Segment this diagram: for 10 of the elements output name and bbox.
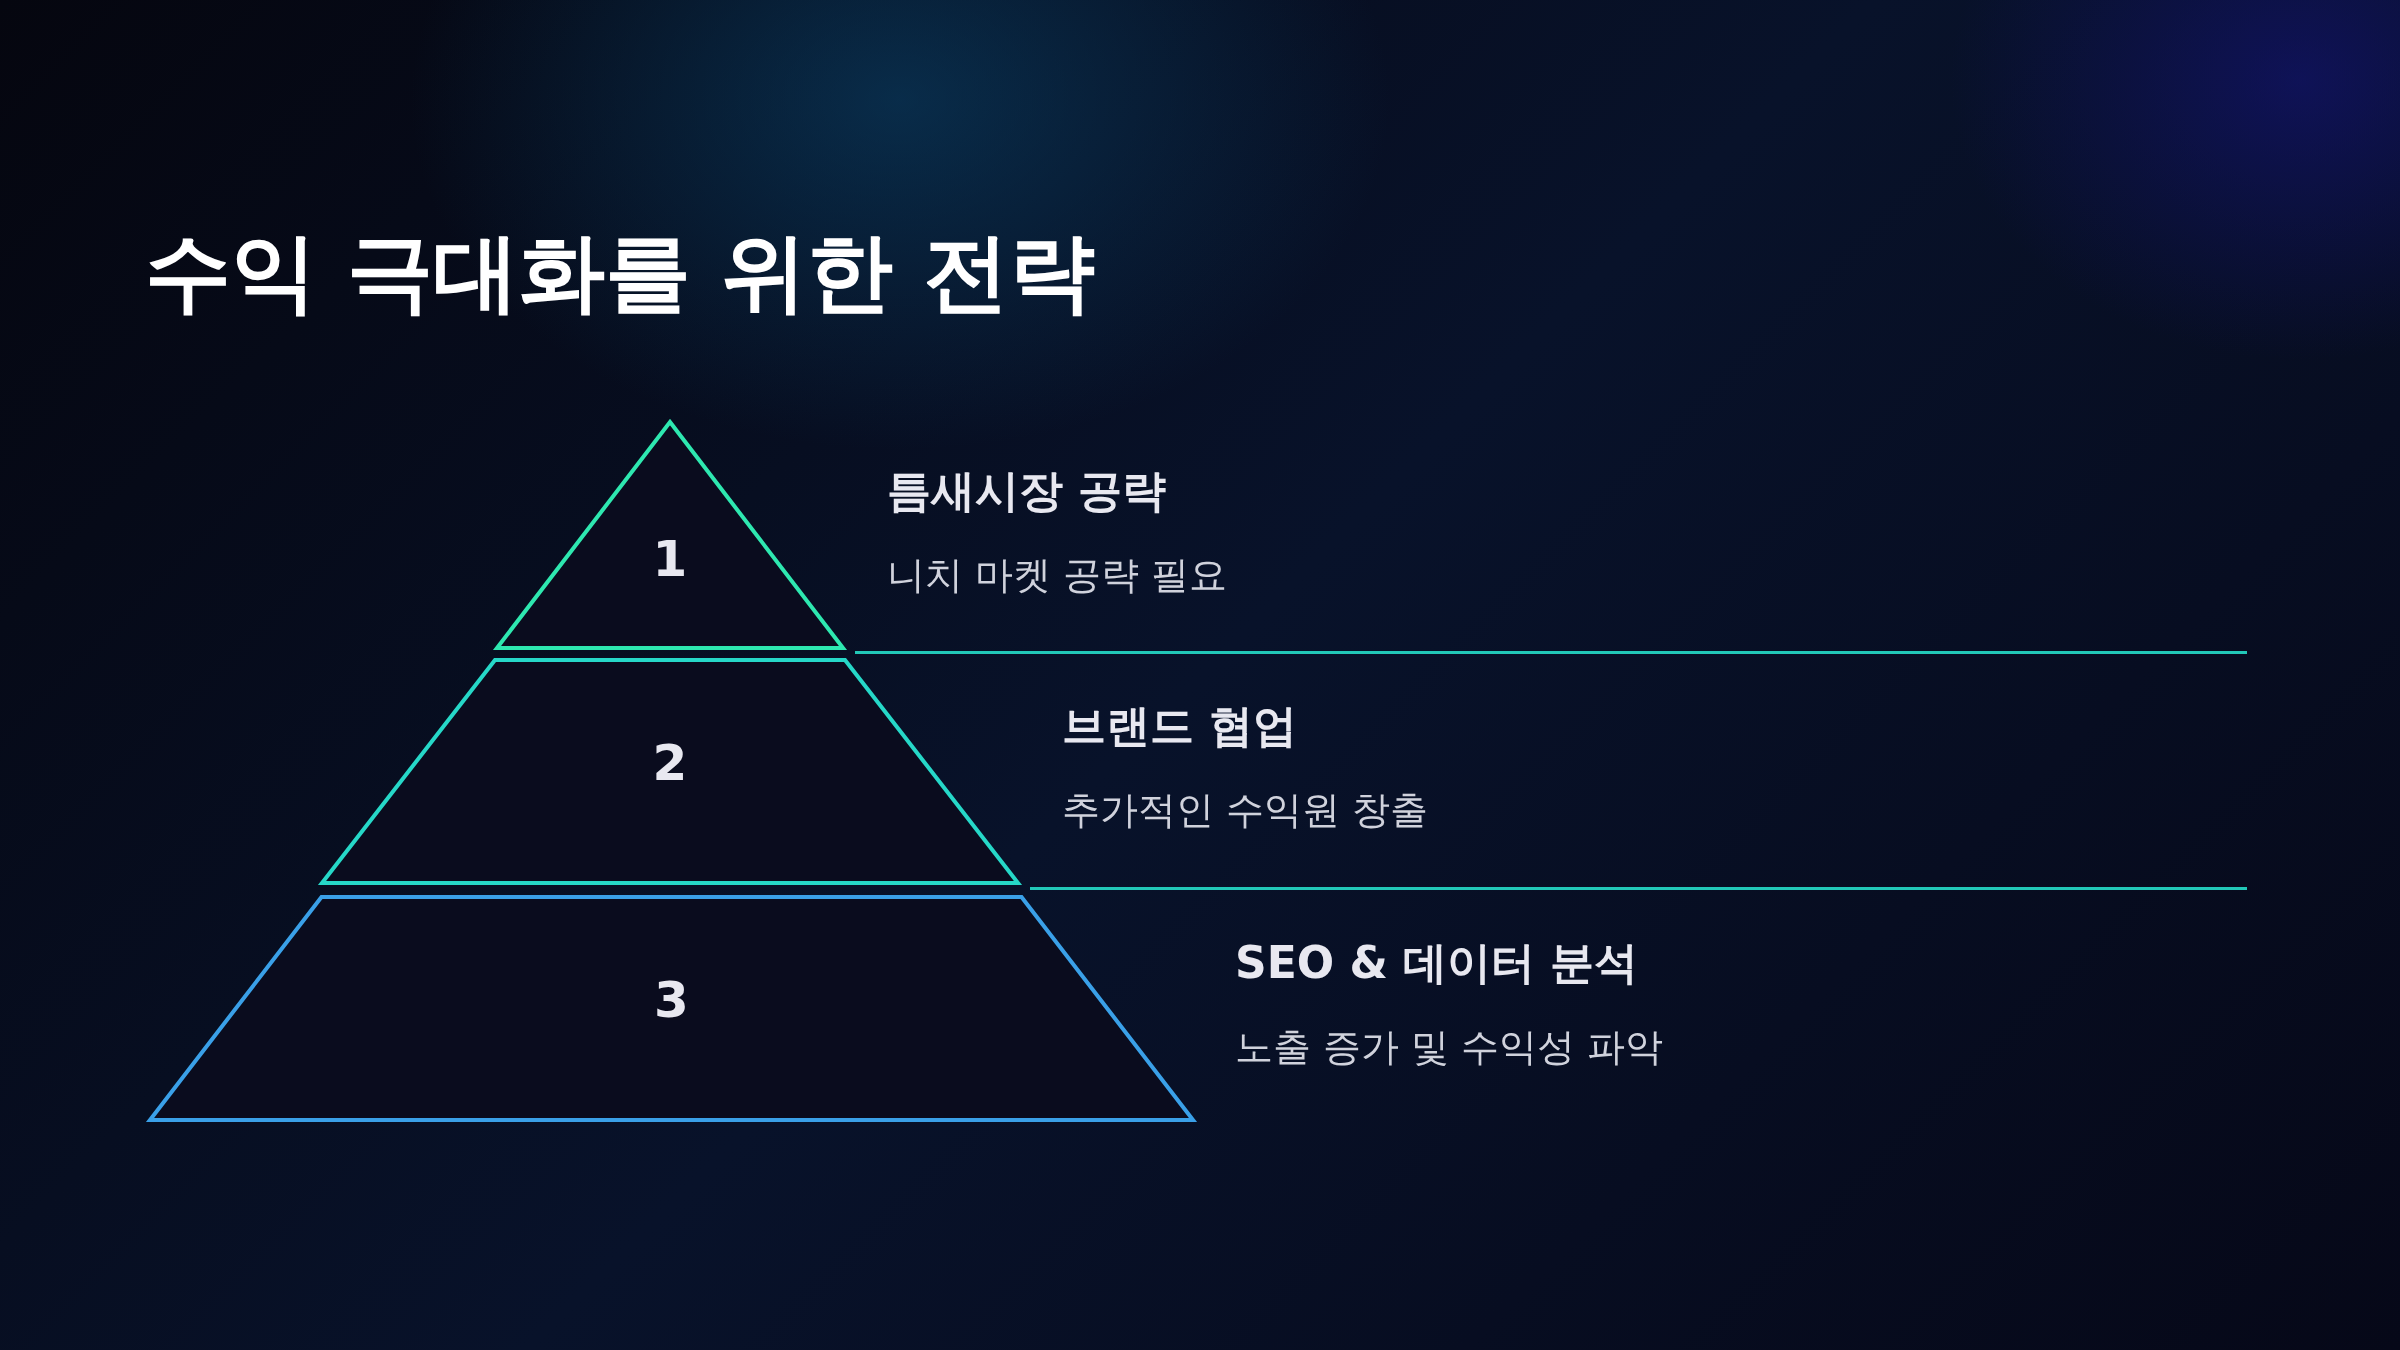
tier-heading: 틈새시장 공략 xyxy=(887,464,1167,518)
tier-heading: 브랜드 협업 xyxy=(1062,699,1298,753)
tier-description: 니치 마켓 공략 필요 xyxy=(887,552,1228,599)
tier-description: 노출 증가 및 수익성 파악 xyxy=(1235,1024,1664,1071)
slide-title: 수익 극대화를 위한 전략 xyxy=(145,221,1095,324)
tier-number: 3 xyxy=(653,971,690,1030)
tier-description: 추가적인 수익원 창출 xyxy=(1062,787,1429,834)
tier-number: 2 xyxy=(651,734,689,793)
tier-heading: SEO & 데이터 분석 xyxy=(1235,936,1639,990)
tier-number: 1 xyxy=(651,529,689,588)
